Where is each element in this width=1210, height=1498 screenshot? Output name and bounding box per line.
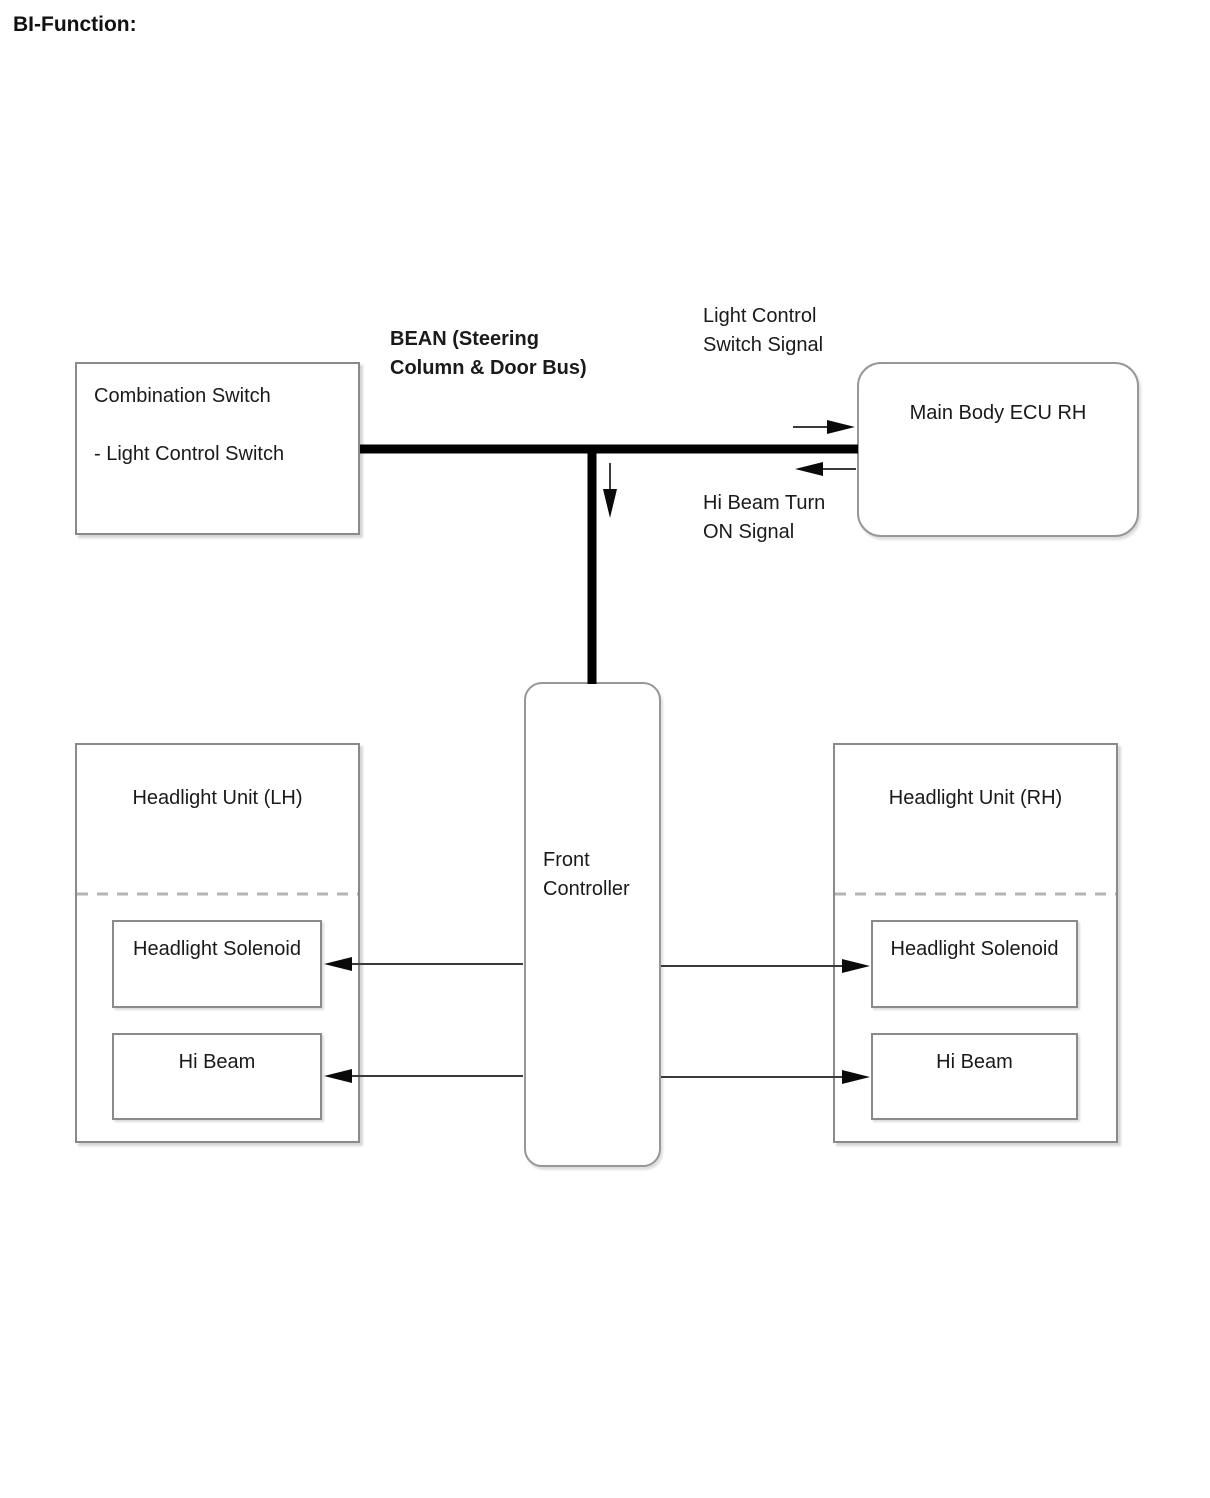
- lh-headlight-solenoid-box: Headlight Solenoid: [112, 920, 322, 1008]
- combination-switch-box: Combination Switch - Light Control Switc…: [75, 362, 360, 535]
- hi-beam-signal-arrow-head: [795, 462, 823, 476]
- combination-switch-label: Combination Switch: [94, 385, 271, 407]
- bean-bus-label-line2: Column & Door Bus): [390, 357, 587, 379]
- hi-beam-turn-signal-line2: ON Signal: [703, 521, 795, 543]
- page-title: BI-Function:: [13, 13, 137, 36]
- rh-headlight-solenoid-box: Headlight Solenoid: [871, 920, 1078, 1008]
- rh-hi-beam-label: Hi Beam: [936, 1051, 1013, 1073]
- light-control-switch-signal-label: Light Control Switch Signal: [703, 302, 823, 360]
- front-controller-box: Front Controller: [524, 682, 661, 1167]
- rh-headlight-solenoid-label: Headlight Solenoid: [890, 938, 1059, 960]
- main-body-ecu-label: Main Body ECU RH: [909, 402, 1087, 424]
- light-control-signal-line1: Light Control: [703, 305, 817, 327]
- light-control-switch-sublabel: - Light Control Switch: [94, 443, 285, 465]
- light-control-signal-arrow-head: [827, 420, 855, 434]
- bean-bus-label: BEAN (Steering Column & Door Bus): [390, 325, 587, 383]
- bean-bus-label-line1: BEAN (Steering: [390, 328, 539, 350]
- headlight-unit-rh-label: Headlight Unit (RH): [888, 787, 1063, 809]
- lh-hi-beam-box: Hi Beam: [112, 1033, 322, 1120]
- hi-beam-turn-on-signal-label: Hi Beam Turn ON Signal: [703, 489, 825, 547]
- bus-down-arrow-head: [603, 489, 617, 518]
- main-body-ecu-box: Main Body ECU RH: [857, 362, 1139, 537]
- lh-headlight-solenoid-label: Headlight Solenoid: [133, 938, 301, 960]
- front-controller-label-line1: Front: [543, 849, 590, 871]
- rh-hi-beam-box: Hi Beam: [871, 1033, 1078, 1120]
- lh-hi-beam-label: Hi Beam: [178, 1051, 256, 1073]
- front-controller-label-line2: Controller: [543, 878, 630, 900]
- hi-beam-turn-signal-line1: Hi Beam Turn: [703, 492, 826, 514]
- light-control-signal-line2: Switch Signal: [703, 334, 824, 356]
- headlight-unit-lh-label: Headlight Unit (LH): [132, 787, 303, 809]
